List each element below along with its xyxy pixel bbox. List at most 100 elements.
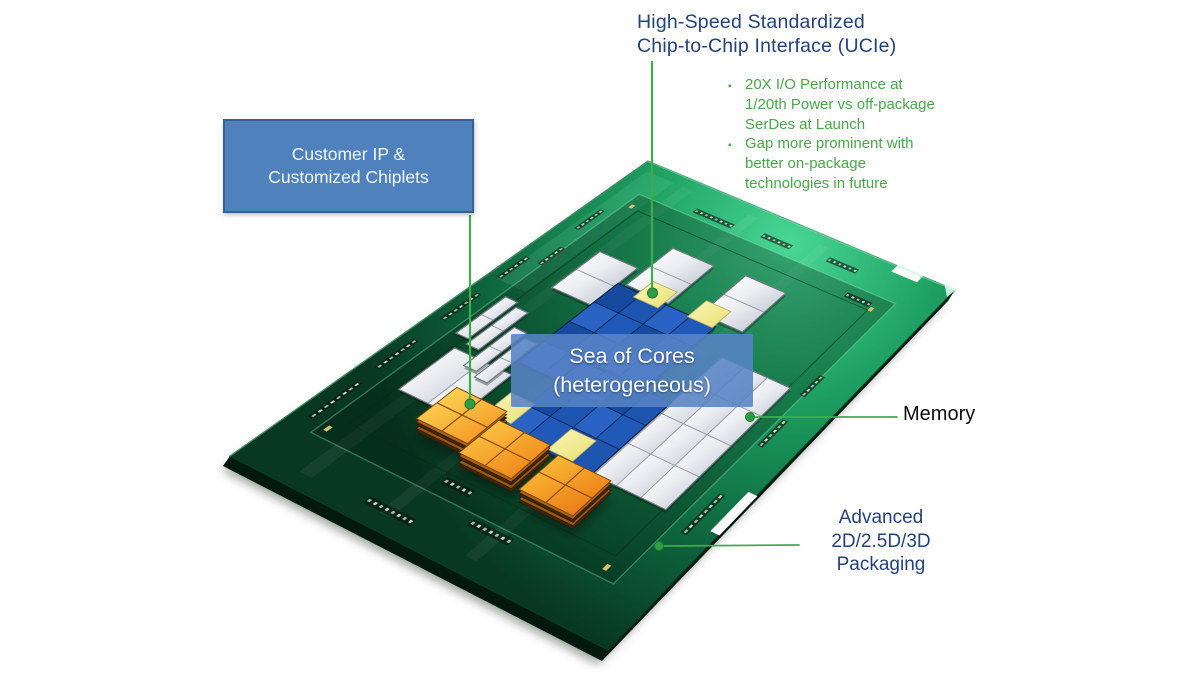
- component-dot: [467, 491, 473, 495]
- bullet-marker-icon: ▪: [728, 140, 732, 152]
- ucie-heading: High-Speed Standardized Chip-to-Chip Int…: [637, 10, 896, 58]
- component-dot: [693, 519, 699, 524]
- component-dot: [513, 264, 519, 267]
- component-dot: [698, 514, 704, 519]
- ucie-bridge-die: [686, 300, 732, 329]
- callout-line: Customer IP &: [291, 144, 406, 164]
- component-dot: [443, 479, 450, 483]
- component-dot: [699, 212, 704, 215]
- gold-pad: [867, 306, 875, 312]
- component-dot: [802, 392, 807, 396]
- bullet-text: Gap more prominent with better on-packag…: [745, 134, 913, 193]
- component-dot: [781, 420, 786, 425]
- packaging-line: Advanced: [838, 507, 924, 528]
- component-dot: [853, 269, 857, 272]
- component-dot: [455, 485, 461, 489]
- component-dot: [474, 294, 479, 297]
- component-dot: [866, 302, 871, 306]
- component-dot: [509, 267, 514, 271]
- component-dot: [383, 360, 389, 364]
- component-dot: [405, 344, 411, 348]
- component-dot: [500, 536, 506, 541]
- component-dot: [408, 519, 414, 524]
- component-dot: [354, 383, 360, 387]
- bullet-line: Gap more prominent with: [745, 135, 914, 153]
- component-dot: [832, 261, 837, 264]
- component-dot: [470, 521, 476, 525]
- component-dot: [461, 488, 467, 492]
- component-dot: [317, 409, 323, 413]
- component-slot: [760, 233, 794, 250]
- component-dot: [458, 305, 464, 308]
- component-dot: [585, 219, 590, 223]
- component-slot: [692, 208, 735, 229]
- ucie-bullet: ▪ 20X I/O Performance at 1/20th Power vs…: [728, 75, 984, 134]
- component-dot: [400, 348, 406, 352]
- gold-pad: [323, 425, 333, 432]
- ucie-bridge-die: [546, 428, 597, 462]
- component-dot: [394, 352, 400, 356]
- callout-line: Customized Chiplets: [268, 167, 429, 187]
- component-dot: [544, 258, 549, 261]
- component-dot: [818, 376, 823, 380]
- ucie-heading-line: High-Speed Standardized: [637, 11, 865, 33]
- component-dot: [856, 298, 860, 301]
- component-dot: [580, 223, 585, 226]
- phy-strip-outline: [465, 306, 529, 351]
- chiplet-quad-line: [484, 432, 525, 467]
- component-dot: [837, 263, 842, 266]
- component-dot: [713, 499, 718, 504]
- edge-highlight: [647, 160, 956, 291]
- component-dot: [576, 226, 581, 229]
- component-dot: [694, 210, 699, 213]
- component-dot: [554, 251, 559, 254]
- component-dot: [378, 504, 384, 509]
- packaging-leader-line: [662, 544, 800, 547]
- component-dot: [861, 300, 866, 304]
- component-dot: [377, 364, 383, 368]
- component-dot: [719, 220, 723, 223]
- component-dot: [703, 509, 709, 514]
- component-dot: [411, 340, 417, 344]
- component-slot: [825, 257, 860, 274]
- component-dot: [402, 516, 408, 521]
- stacked-chiplet-layer: [415, 386, 612, 536]
- component-dot: [814, 380, 819, 384]
- component-dot: [762, 234, 766, 238]
- component-dot: [717, 494, 723, 499]
- silver-die-top-outline: [550, 250, 639, 306]
- component-dot: [782, 243, 786, 246]
- component-dot: [388, 356, 394, 360]
- component-dot: [476, 524, 482, 528]
- ucie-leader-dot: [647, 287, 658, 299]
- component-dot: [759, 442, 764, 446]
- edge-notch: [891, 265, 924, 283]
- memory-leader-dot: [745, 412, 755, 422]
- component-dot: [810, 384, 815, 388]
- ucie-bullet: ▪ Gap more prominent with better on-pack…: [728, 134, 984, 193]
- bullet-text: 20X I/O Performance at 1/20th Power vs o…: [745, 75, 935, 134]
- gold-pad: [628, 204, 636, 209]
- packaging-line: Packaging: [836, 554, 926, 575]
- component-dot: [329, 400, 336, 404]
- component-dot: [594, 213, 599, 217]
- component-dot: [442, 316, 448, 320]
- sea-of-cores-line: (heterogeneous): [553, 372, 711, 397]
- component-dot: [342, 391, 348, 395]
- component-dot: [709, 216, 714, 219]
- component-dot: [372, 501, 378, 506]
- component-dot: [463, 301, 469, 305]
- component-dot: [688, 524, 694, 529]
- component-dot: [348, 387, 354, 391]
- component-dot: [336, 396, 342, 400]
- component-dot: [598, 210, 603, 213]
- ucie-heading-line: Chip-to-Chip Interface (UCIe): [637, 35, 897, 57]
- component-dot: [767, 237, 771, 240]
- component-dot: [396, 513, 402, 518]
- component-dot: [390, 510, 396, 515]
- component-dot: [704, 214, 709, 217]
- component-dot: [728, 224, 733, 227]
- memory-label: Memory: [903, 403, 976, 425]
- leader-line-layer: [464, 60, 898, 551]
- component-slot: [308, 381, 363, 419]
